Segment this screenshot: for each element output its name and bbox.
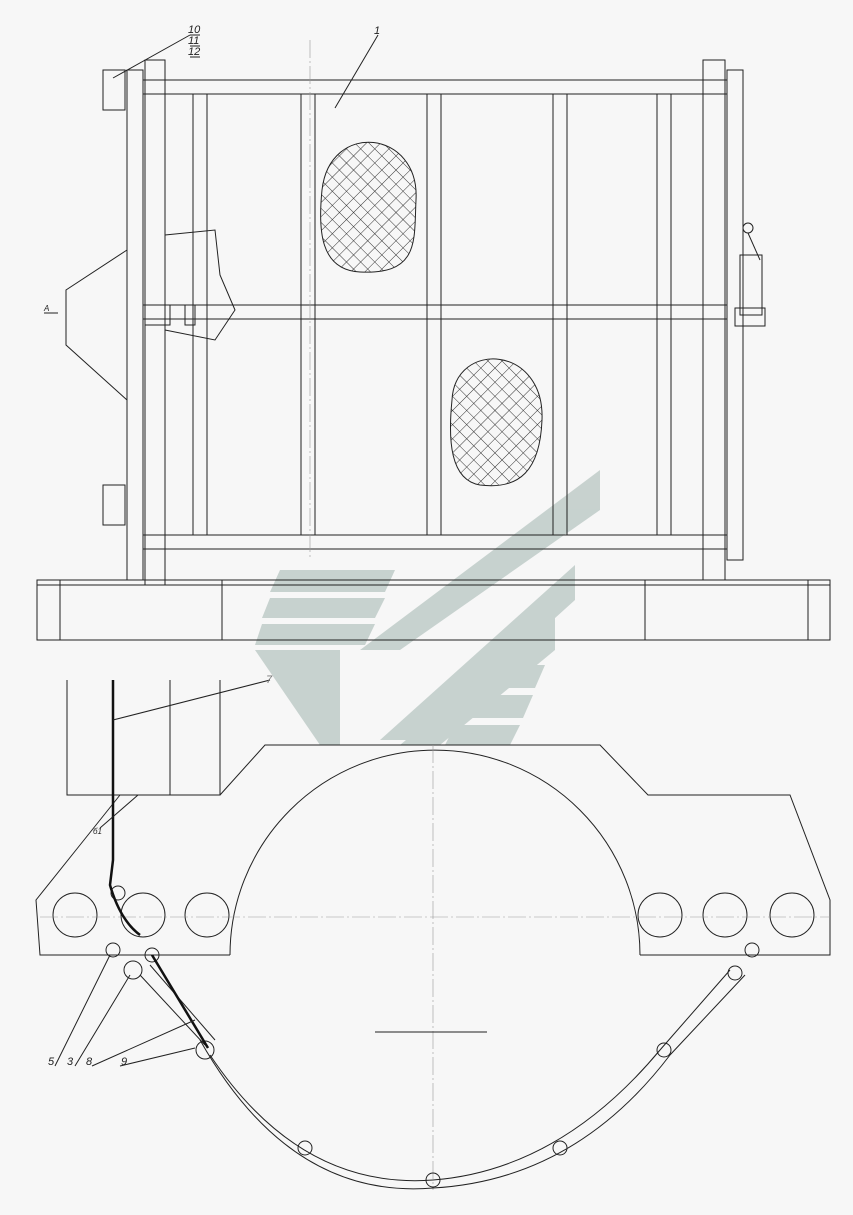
callout-12: 12 bbox=[188, 46, 200, 58]
callout-3: 3 bbox=[67, 1056, 74, 1068]
callout-b1: б1 bbox=[93, 827, 102, 836]
watermark-logo bbox=[255, 470, 600, 745]
callout-5: 5 bbox=[48, 1056, 55, 1068]
section-mark: A bbox=[43, 304, 49, 313]
callout-9: 9 bbox=[121, 1056, 127, 1068]
gate-frame-top-view bbox=[36, 34, 831, 641]
clamp-bottom-view bbox=[35, 679, 831, 1190]
callout-10: 10 bbox=[188, 24, 201, 36]
callout-8: 8 bbox=[86, 1056, 93, 1068]
callout-11: 11 bbox=[188, 35, 199, 47]
callout-7: 7 bbox=[266, 674, 273, 686]
callout-1: 1 bbox=[374, 25, 380, 37]
